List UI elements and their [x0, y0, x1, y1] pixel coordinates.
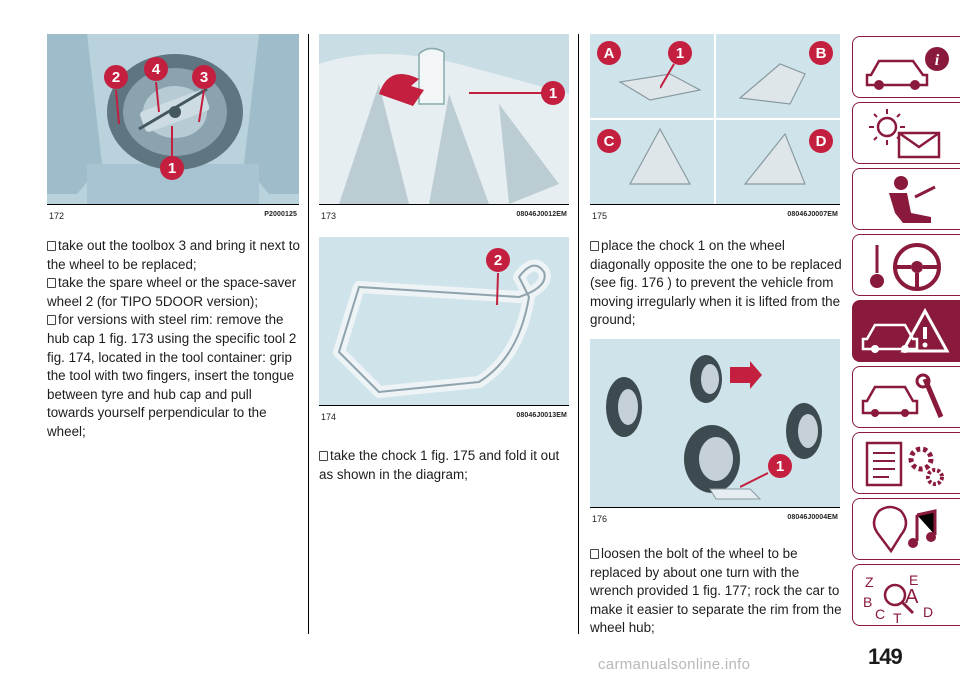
- callout-1: 1: [739, 451, 800, 496]
- callout-2: 2: [103, 64, 129, 129]
- svg-text:D: D: [923, 604, 933, 620]
- column-3-text-bottom: loosen the bolt of the wheel to be repla…: [590, 545, 842, 638]
- seat-airbag-icon: [889, 176, 936, 223]
- checkbox-bullet-icon: [47, 278, 56, 289]
- step-text: take the chock 1 fig. 175 and fold it ou…: [319, 448, 560, 482]
- figure-174-caption: 174 08046J0013EM: [319, 405, 569, 424]
- figure-173-image: 1: [319, 34, 569, 204]
- figure-172-image: 2 4 3 1: [47, 34, 299, 204]
- figure-172-caption: 172 P2000125: [47, 204, 299, 223]
- tab-multimedia[interactable]: [852, 498, 960, 560]
- step-text: take out the toolbox 3 and bring it next…: [47, 238, 300, 272]
- figure-176-caption: 176 08046J0004EM: [590, 507, 840, 526]
- svg-text:C: C: [604, 133, 615, 150]
- step-item: take the chock 1 fig. 175 and fold it ou…: [319, 447, 571, 484]
- watermark: carmanualsonline.info: [598, 656, 751, 673]
- tab-technical-data[interactable]: [852, 432, 960, 494]
- figure-number: 176: [592, 514, 608, 524]
- figure-number: 174: [321, 412, 337, 422]
- index-icon: Z E B A C D T: [863, 572, 933, 623]
- tab-servicing[interactable]: [852, 366, 960, 428]
- checkbox-bullet-icon: [590, 241, 599, 251]
- step-text: take the spare wheel or the space-saver …: [47, 275, 297, 309]
- step-item: take the spare wheel or the space-saver …: [47, 274, 302, 311]
- multimedia-icon: [872, 505, 937, 554]
- figure-175-image: A 1 B C D: [590, 34, 840, 204]
- step-text: for versions with steel rim: remove the …: [47, 312, 297, 439]
- figure-code: 08046J0004EM: [787, 514, 838, 521]
- callout-1: 1: [659, 40, 700, 105]
- figure-174-image: 2: [319, 237, 569, 405]
- callout-2: 2: [485, 247, 511, 312]
- figure-number: 175: [592, 211, 608, 221]
- step-item: for versions with steel rim: remove the …: [47, 311, 302, 441]
- svg-text:3: 3: [200, 69, 208, 86]
- column-1-text: take out the toolbox 3 and bring it next…: [47, 237, 302, 442]
- figure-code: 08046J0012EM: [516, 211, 567, 218]
- svg-text:E: E: [909, 572, 918, 588]
- column-3-text-top: place the chock 1 on the wheel diagonall…: [590, 237, 842, 330]
- tab-index[interactable]: Z E B A C D T: [852, 564, 960, 626]
- svg-text:B: B: [816, 45, 827, 62]
- svg-text:4: 4: [152, 61, 161, 78]
- tab-in-an-emergency[interactable]: [852, 300, 960, 362]
- label-c: C: [596, 128, 622, 159]
- checkbox-bullet-icon: [590, 549, 599, 559]
- svg-text:1: 1: [676, 45, 684, 62]
- figure-code: P2000125: [264, 211, 297, 218]
- callout-1: 1: [469, 78, 569, 113]
- column-divider: [308, 34, 309, 634]
- car-service-icon: [861, 373, 944, 418]
- checkbox-bullet-icon: [47, 315, 56, 326]
- steering-key-icon: [870, 243, 941, 291]
- step-item: take out the toolbox 3 and bring it next…: [47, 237, 302, 274]
- checkbox-bullet-icon: [319, 451, 328, 461]
- callout-1: 1: [159, 126, 185, 191]
- warning-lights-icon: [869, 109, 941, 159]
- svg-text:1: 1: [549, 85, 557, 102]
- label-d: D: [808, 128, 834, 159]
- page-number: 149: [868, 644, 903, 669]
- svg-text:A: A: [604, 45, 615, 62]
- svg-text:T: T: [893, 610, 902, 623]
- car-emergency-icon: [861, 307, 950, 353]
- callout-3: 3: [191, 64, 217, 129]
- figure-code: 08046J0007EM: [787, 211, 838, 218]
- svg-text:1: 1: [776, 458, 784, 475]
- svg-text:D: D: [816, 133, 827, 150]
- figure-176-image: 1: [590, 339, 840, 507]
- step-text: loosen the bolt of the wheel to be repla…: [590, 546, 842, 636]
- svg-text:A: A: [905, 586, 919, 608]
- tab-warning-lights[interactable]: [852, 102, 960, 164]
- figure-code: 08046J0013EM: [516, 412, 567, 419]
- svg-text:C: C: [875, 606, 885, 622]
- label-a: A: [596, 40, 622, 71]
- tab-safety[interactable]: [852, 168, 960, 230]
- checkbox-bullet-icon: [47, 241, 56, 251]
- tab-car-info[interactable]: i: [852, 36, 960, 98]
- svg-text:1: 1: [168, 160, 176, 177]
- column-divider: [578, 34, 579, 634]
- svg-text:2: 2: [112, 69, 120, 86]
- svg-text:i: i: [935, 52, 940, 69]
- step-text: place the chock 1 on the wheel diagonall…: [590, 238, 842, 328]
- svg-text:Z: Z: [865, 574, 874, 590]
- column-2-text: take the chock 1 fig. 175 and fold it ou…: [319, 447, 571, 484]
- figure-number: 173: [321, 211, 337, 221]
- step-item: place the chock 1 on the wheel diagonall…: [590, 237, 842, 330]
- tab-starting-driving[interactable]: [852, 234, 960, 296]
- figure-173-caption: 173 08046J0012EM: [319, 204, 569, 223]
- data-gears-icon: [865, 441, 944, 487]
- figure-175-caption: 175 08046J0007EM: [590, 204, 840, 223]
- svg-text:B: B: [863, 594, 872, 610]
- svg-text:2: 2: [494, 252, 502, 269]
- callout-4: 4: [143, 56, 169, 121]
- step-item: loosen the bolt of the wheel to be repla…: [590, 545, 842, 638]
- car-info-icon: i: [865, 47, 949, 90]
- label-b: B: [808, 40, 834, 71]
- figure-number: 172: [49, 211, 65, 221]
